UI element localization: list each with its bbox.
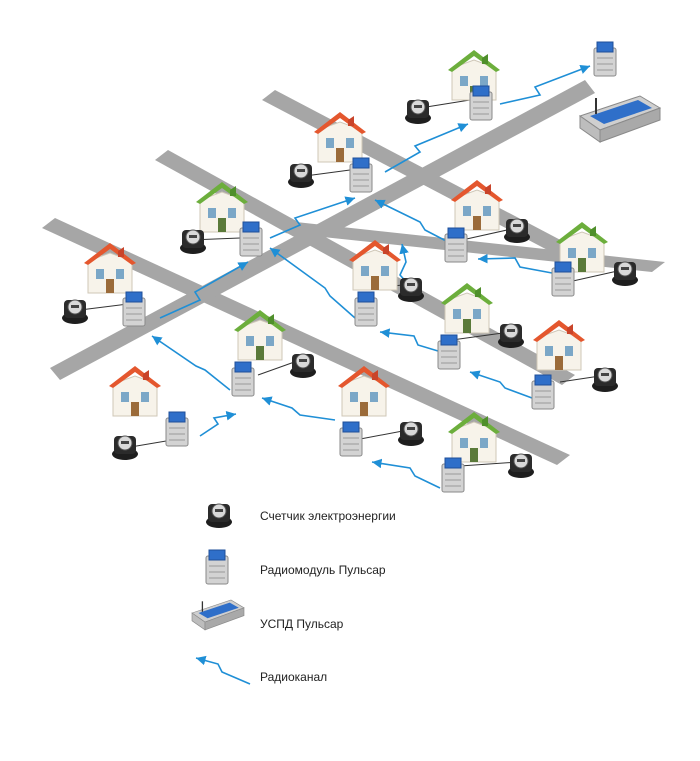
radiomodule-7 — [354, 291, 378, 327]
house-red-5 — [532, 319, 586, 371]
meter-8 — [497, 323, 525, 349]
road-3 — [42, 218, 570, 465]
uspd-radiomodule — [593, 41, 617, 77]
meter-3 — [179, 229, 207, 255]
meter-5 — [503, 218, 531, 244]
radiomodule-4 — [122, 291, 146, 327]
house-red-4 — [348, 239, 402, 291]
meter-7 — [397, 277, 425, 303]
radiomodule-10 — [531, 374, 555, 410]
radiomodule-1 — [469, 85, 493, 121]
meter-6 — [611, 261, 639, 287]
legend-meter-icon — [205, 503, 233, 529]
radiomodule-11 — [165, 411, 189, 447]
radiomodule-8 — [437, 334, 461, 370]
meter-9 — [289, 353, 317, 379]
house-green-4 — [440, 282, 494, 334]
legend-radiochannel-icon — [195, 655, 251, 685]
legend-radiomodule-icon — [205, 549, 229, 585]
radiomodule-3 — [239, 221, 263, 257]
house-red-6 — [108, 365, 162, 417]
radiomodule-13 — [441, 457, 465, 493]
radiomodule-9 — [231, 361, 255, 397]
meter-11 — [111, 435, 139, 461]
meter-1 — [404, 99, 432, 125]
radiomodule-5 — [444, 227, 468, 263]
legend-radiomodule-label: Радиомодуль Пульсар — [260, 563, 386, 577]
radiomodule-2 — [349, 157, 373, 193]
meter-13 — [507, 453, 535, 479]
meter-2 — [287, 163, 315, 189]
meter-4 — [61, 299, 89, 325]
legend-uspd-icon — [191, 599, 245, 631]
radiomodule-12 — [339, 421, 363, 457]
legend-meter-label: Счетчик электроэнергии — [260, 509, 396, 523]
meter-12 — [397, 421, 425, 447]
uspd-device — [579, 95, 661, 143]
legend-icons — [191, 503, 251, 685]
radio-links — [151, 64, 591, 489]
legend-radiochannel-label: Радиоканал — [260, 670, 328, 684]
meter-10 — [591, 367, 619, 393]
radiomodule-6 — [551, 261, 575, 297]
legend-uspd-label: УСПД Пульсар — [260, 617, 344, 631]
